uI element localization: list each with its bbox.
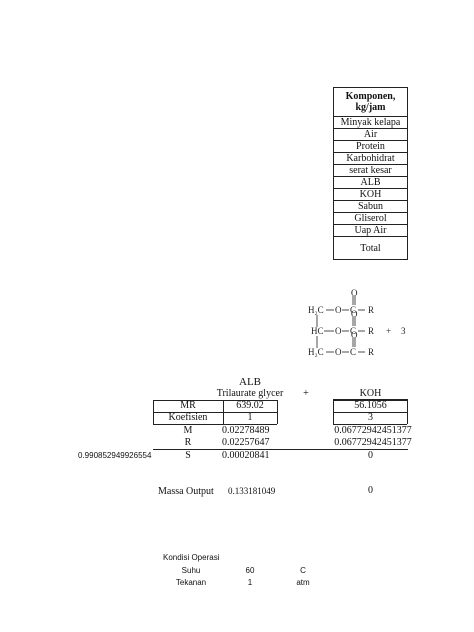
tekanan-unit: atm	[296, 578, 310, 587]
r-label: R	[368, 347, 374, 357]
koefisien-koh-value: 3	[368, 412, 373, 423]
komponen-row: Karbohidrat	[333, 152, 408, 165]
o-label: O	[335, 305, 342, 315]
tekanan-value: 1	[247, 578, 253, 587]
m-koh-value: 0.06772942451377	[334, 425, 412, 436]
komponen-row: Gliserol	[333, 212, 408, 225]
koh-header: KOH	[359, 388, 382, 399]
o-label: O	[351, 288, 358, 298]
kondisi-title: Kondisi Operasi	[163, 553, 220, 562]
o-label: O	[335, 347, 342, 357]
c-label: C	[350, 347, 356, 357]
o-label: O	[351, 309, 358, 319]
mr-label: MR	[180, 400, 196, 411]
komponen-header: Komponen, kg/jam	[333, 87, 408, 117]
mr-alb-value: 639.02	[236, 400, 264, 411]
coefficient-label: 3	[401, 326, 406, 336]
komponen-row: ALB	[333, 176, 408, 189]
r-koh-value: 0.06772942451377	[334, 437, 412, 448]
komponen-table: Komponen, kg/jam Minyak kelapa Air Prote…	[333, 87, 408, 260]
s-alb-value: 0.00020841	[222, 450, 270, 461]
massa-output-koh-value: 0	[368, 485, 373, 496]
m-label: M	[183, 425, 193, 436]
komponen-row: Sabun	[333, 200, 408, 213]
komponen-row: Uap Air	[333, 224, 408, 237]
r-label: R	[368, 326, 374, 336]
suhu-label: Suhu	[181, 566, 201, 575]
h2c-top-label: H₂C	[308, 305, 324, 315]
hc-mid-label: HC	[311, 326, 324, 336]
koefisien-alb-value: 1	[247, 412, 253, 423]
triglyceride-structure: H₂C O C O R HC O C O R + 3 H₂C O C O R	[308, 288, 406, 357]
suhu-unit: C	[300, 566, 306, 575]
c-label: C	[350, 305, 356, 315]
mr-koef-grid	[153, 400, 408, 425]
plus-sign: +	[386, 326, 391, 336]
s-koh-value: 0	[368, 450, 373, 461]
tekanan-label: Tekanan	[175, 578, 207, 587]
o-label: O	[335, 326, 342, 336]
side-value: 0.990852949926554	[78, 451, 152, 460]
plus-sign: +	[303, 388, 309, 399]
komponen-row: serat kesar	[333, 164, 408, 177]
koh-divider	[333, 399, 408, 400]
komponen-row: Protein	[333, 140, 408, 153]
alb-subheader: Trilaurate glycer	[216, 388, 284, 399]
m-alb-value: 0.02278489	[222, 425, 270, 436]
c-label: C	[350, 326, 356, 336]
komponen-row: Minyak kelapa	[333, 116, 408, 129]
r-label: R	[184, 437, 192, 448]
koefisien-label: Koefisien	[168, 412, 208, 423]
mr-koh-value: 56.1056	[354, 400, 387, 411]
h2c-bottom-label: H₂C	[308, 347, 324, 357]
suhu-value: 60	[245, 566, 255, 575]
r-alb-value: 0.02257647	[222, 437, 270, 448]
massa-output-alb-value: 0.133181049	[228, 486, 276, 496]
komponen-total: Total	[333, 236, 408, 260]
r-label: R	[368, 305, 374, 315]
komponen-row: Air	[333, 128, 408, 141]
komponen-row: KOH	[333, 188, 408, 201]
reaction-divider	[153, 449, 408, 450]
o-label: O	[351, 330, 358, 340]
massa-output-label: Massa Output	[158, 486, 214, 497]
alb-header: ALB	[239, 376, 261, 388]
s-label: S	[185, 450, 191, 461]
